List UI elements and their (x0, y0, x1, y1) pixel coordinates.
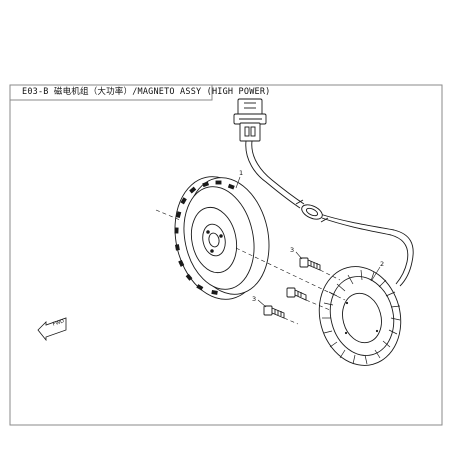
assembly-centerlines (155, 209, 346, 325)
diagram-title: E03-B 磁电机组（大功率）/MAGNETO ASSY (HIGH POWER… (22, 87, 271, 97)
diagram-frame (9, 84, 443, 426)
wire-harness (245, 140, 414, 287)
flywheel-rotor (174, 176, 270, 300)
stator-coil (318, 266, 402, 366)
bolt-upper (299, 257, 321, 271)
callout-leaders (235, 176, 381, 308)
bolt-lower (263, 305, 285, 319)
callout-stator: 2 (380, 260, 385, 268)
callout-flywheel: 1 (239, 169, 244, 177)
fwd-direction-arrow-icon (37, 317, 67, 342)
callout-bolt-upper: 3 (290, 246, 295, 254)
callout-bolt-lower: 3 (252, 295, 257, 303)
connector-plug (233, 98, 267, 142)
bolt-middle (286, 287, 307, 301)
